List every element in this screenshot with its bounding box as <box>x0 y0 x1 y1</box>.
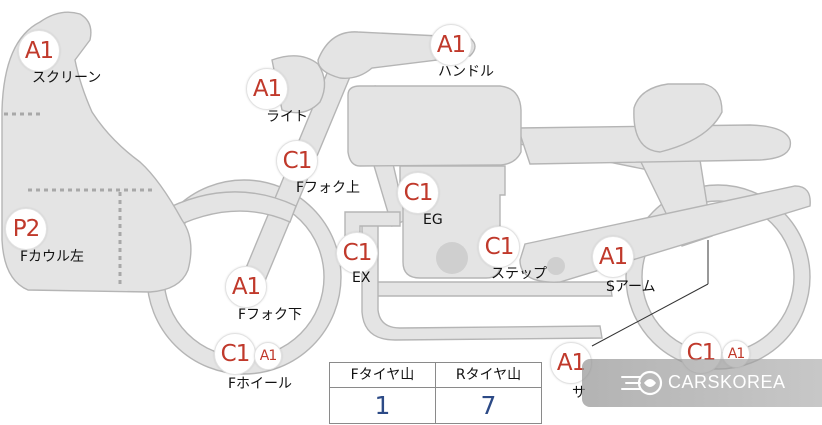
watermark-text: CARSKOREA <box>668 372 786 392</box>
cowl-left-label: Fカウル左 <box>20 249 85 265</box>
front-wheel-grade-badge: C1 <box>214 333 256 375</box>
screen-grade-badge: A1 <box>18 30 60 72</box>
exhaust-grade-badge: C1 <box>336 232 378 274</box>
step-dot <box>547 257 565 275</box>
swingarm-grade-badge: A1 <box>592 236 634 278</box>
front-fender <box>159 191 297 234</box>
front-wheel-grade2-badge: A1 <box>254 342 282 370</box>
fairing-shape <box>1 11 192 293</box>
frame-lower <box>371 281 613 297</box>
fork-upper-label: Fフォク上 <box>296 180 361 196</box>
light-label: ライト <box>266 109 308 125</box>
frame-cradle <box>361 219 603 341</box>
engine-label: EG <box>423 212 443 228</box>
engine-grade-badge: C1 <box>397 172 439 214</box>
tail-cowl <box>633 83 723 153</box>
fuel-tank <box>347 85 522 167</box>
light-grade-badge: A1 <box>246 68 288 110</box>
rear-tire-value: 7 <box>480 391 497 420</box>
engine-dot <box>436 242 468 274</box>
rear-tire-header: Rタイヤ山 <box>436 363 541 388</box>
handle-grade-badge: A1 <box>430 24 472 66</box>
front-tire-value: 1 <box>374 391 391 420</box>
handle-label: ハンドル <box>438 64 494 80</box>
exhaust-label: EX <box>352 270 371 286</box>
swingarm-label: Sアーム <box>606 279 656 295</box>
table-divider <box>435 363 436 423</box>
front-tire-header: Fタイヤ山 <box>330 363 435 388</box>
front-wheel-label: Fホイール <box>228 376 293 392</box>
fork-lower-label: Fフォク下 <box>238 307 303 323</box>
screen-label: スクリーン <box>32 70 102 86</box>
fork-lower-grade-badge: A1 <box>225 266 267 308</box>
step-grade-badge: C1 <box>478 226 520 268</box>
cowl-left-grade-badge: P2 <box>5 208 47 250</box>
fork-upper-grade-badge: C1 <box>276 140 318 182</box>
tire-tread-table: Fタイヤ山 Rタイヤ山 1 7 <box>329 362 542 424</box>
step-label: ステップ <box>491 266 547 282</box>
carskorea-logo-icon <box>621 370 663 396</box>
carskorea-watermark: CARSKOREA <box>582 359 822 407</box>
leader-line <box>591 283 709 347</box>
